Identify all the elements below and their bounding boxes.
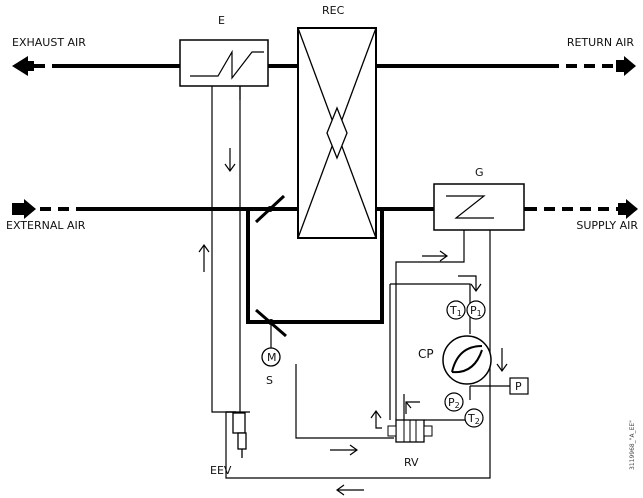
label-rec: REC (322, 4, 345, 17)
label-t1: T1 (449, 304, 462, 318)
damper-motor-m (261, 347, 281, 367)
sensor-t1 (446, 300, 466, 320)
compressor-cp (442, 335, 492, 385)
supply-coil-g (433, 183, 525, 231)
label-exhaust-air: EXHAUST AIR (12, 36, 86, 49)
arrow-right-bottom-icon (330, 444, 359, 456)
label-t2: T2 (467, 412, 480, 426)
label-p2: P2 (448, 396, 460, 410)
damper-upper (254, 194, 286, 224)
label-return-air: RETURN AIR (567, 36, 635, 49)
sensor-p2 (444, 392, 464, 412)
bypass-duct (246, 209, 384, 324)
drawing-code: 3119968_"A_EE" (629, 420, 636, 470)
return-air-arrow-icon (616, 56, 636, 76)
label-external-air: EXTERNAL AIR (6, 219, 86, 232)
label-cp: CP (418, 347, 434, 361)
label-s: S (266, 374, 273, 387)
label-m: M (267, 351, 277, 364)
expansion-valve-eev (232, 412, 247, 458)
sensor-p1 (466, 300, 486, 320)
arrow-down-icon (224, 148, 236, 173)
label-p: P (515, 380, 522, 393)
refrigerant-pipes (211, 86, 491, 479)
reversing-valve-rv (387, 419, 433, 443)
arrow-down-right-icon (496, 348, 508, 373)
flow-arrows (198, 148, 508, 496)
exhaust-coil-e (179, 39, 269, 87)
arrow-left-icon (405, 401, 420, 414)
label-e: E (218, 14, 225, 27)
supply-air-arrow-icon (618, 199, 638, 219)
label-supply-air: SUPPLY AIR (576, 219, 638, 232)
label-g: G (475, 166, 484, 179)
recuperator-rec (297, 27, 377, 239)
sensor-t2 (464, 408, 484, 428)
label-rv: RV (404, 456, 419, 469)
arrow-right-icon (422, 250, 449, 262)
arrow-left-bottom-icon (335, 484, 364, 496)
label-eev: EEV (210, 464, 232, 477)
arrow-down-small-icon (458, 275, 482, 293)
external-air-arrow-icon (12, 199, 36, 219)
pressure-switch-p (509, 377, 529, 395)
arrow-up-small-icon (370, 409, 382, 429)
label-p1: P1 (470, 304, 482, 318)
arrow-up-icon (198, 243, 210, 272)
